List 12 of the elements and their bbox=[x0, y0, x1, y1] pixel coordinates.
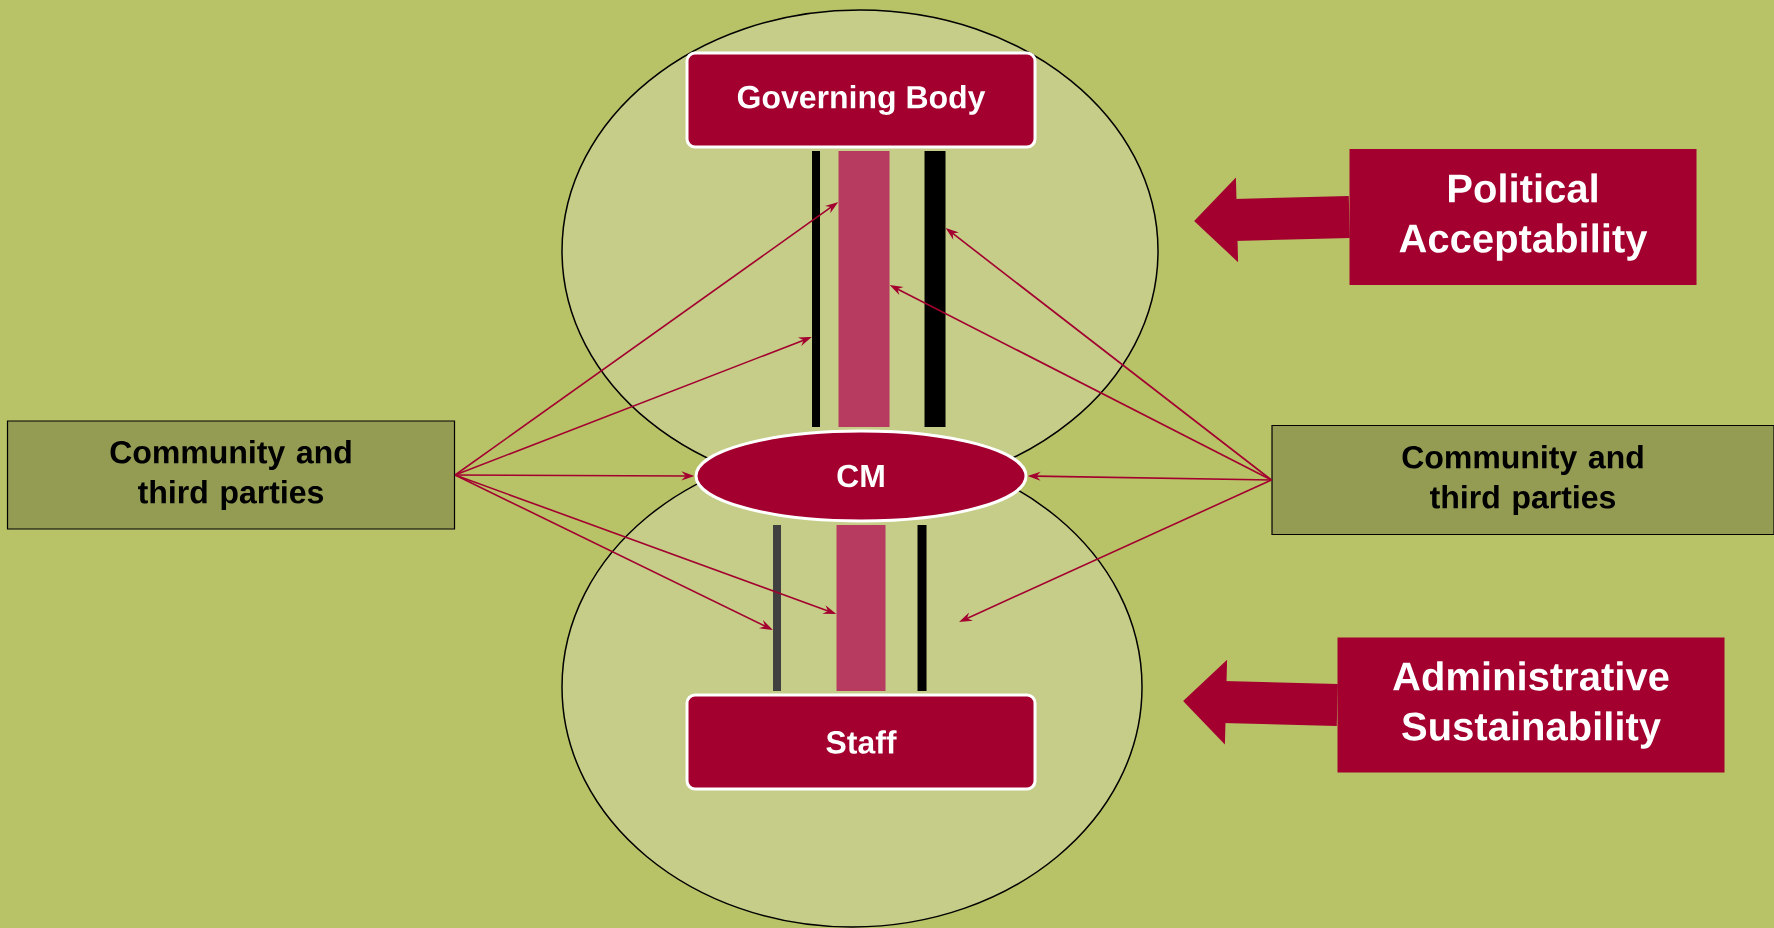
bar bbox=[924, 151, 946, 427]
bar bbox=[773, 525, 781, 691]
governing-box: Governing Body bbox=[685, 51, 1037, 149]
label-box: Administrative Sustainability bbox=[1337, 637, 1725, 773]
staff-box: Staff bbox=[685, 693, 1037, 791]
bar bbox=[812, 151, 820, 427]
bar bbox=[917, 525, 927, 691]
label-box: Political Acceptability bbox=[1349, 149, 1697, 285]
bar bbox=[838, 151, 890, 427]
party-box: Community and third parties bbox=[1271, 424, 1774, 536]
party-box: Community and third parties bbox=[6, 420, 456, 530]
bar bbox=[836, 525, 886, 691]
